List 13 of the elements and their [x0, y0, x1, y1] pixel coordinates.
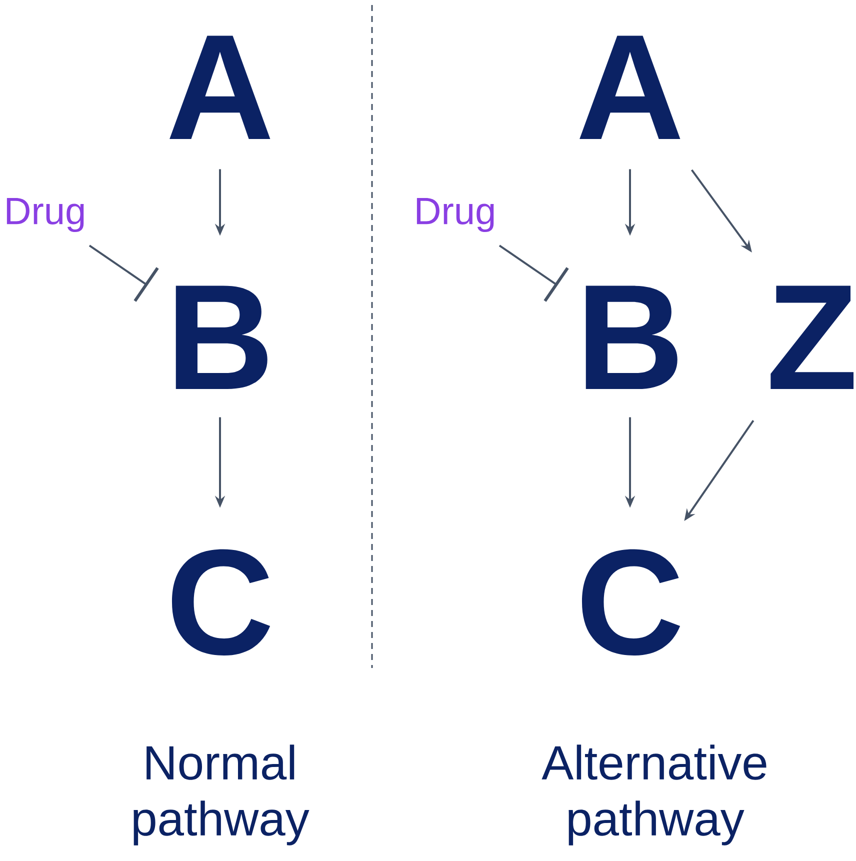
pathway-letter: B [176, 286, 268, 389]
drug-label: Drug [416, 198, 494, 232]
inhibition-line [498, 244, 569, 302]
pathway-letter: A [170, 36, 270, 139]
pathway-letter: Z [770, 286, 854, 389]
panel-caption: Normal pathway [134, 744, 310, 846]
drug-label: Drug [6, 198, 84, 232]
pathway-letter: C [582, 549, 680, 656]
pathway-letter: C [172, 549, 270, 656]
pathway-letter: B [586, 286, 678, 389]
panel-caption: Alternative pathway [542, 744, 766, 846]
pathway-letter: A [580, 36, 680, 139]
inhibition-line [88, 244, 159, 302]
